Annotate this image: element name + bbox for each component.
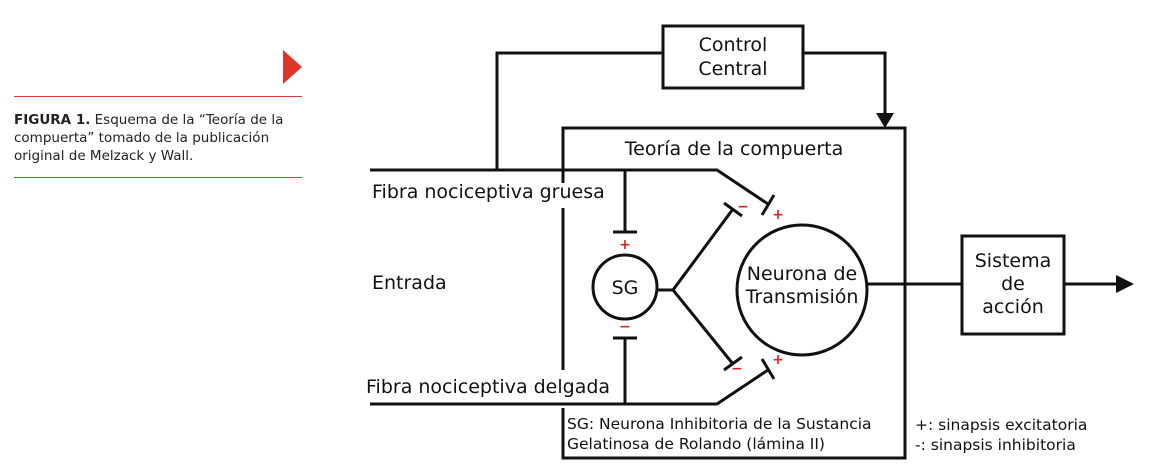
sg-top-plus-sign: + [619, 237, 631, 253]
sg-bottom-minus-sign: − [619, 319, 631, 335]
thin-fiber-line [370, 368, 769, 406]
caption-text: Esquema de la “Teoría de la compuerta” t… [14, 112, 284, 164]
control-central-label-2: Central [698, 58, 767, 80]
gate-theory-box [561, 126, 907, 460]
figure-caption: FIGURA 1. Esquema de la “Teoría de la co… [14, 96, 302, 178]
bottom-excitatory-plus-sign: + [772, 352, 784, 368]
caption-lead: FIGURA 1. [14, 112, 91, 128]
sg-note-line-1: SG: Neurona Inhibitoria de la Sustancia [567, 415, 872, 433]
transmission-neuron-label-2: Transmisión [745, 286, 859, 308]
action-arrowhead [1116, 275, 1134, 293]
gate-theory-title: Teoría de la compuerta [624, 138, 844, 160]
sg-label: SG [612, 277, 639, 299]
sg-output-lines [671, 208, 735, 365]
legend-excitatory: +: sinapsis excitatoria [915, 416, 1087, 434]
top-excitatory-plus-sign: + [772, 207, 784, 223]
thick-fiber-line [370, 168, 769, 206]
sg-note-line-2: Gelatinosa de Rolando (lámina II) [567, 435, 825, 453]
thick-fiber-synapse-bar [760, 194, 776, 216]
input-label: Entrada [372, 272, 447, 294]
top-inhibitory-minus-sign: − [737, 199, 749, 215]
legend-inhibitory: -: sinapsis inhibitoria [915, 436, 1076, 454]
action-system-label-1: Sistema [975, 250, 1052, 272]
caption-marker-triangle [283, 50, 302, 84]
thick-fiber-label: Fibra nociceptiva gruesa [372, 181, 605, 203]
control-input-line [495, 51, 663, 170]
sg-bottom-synapse-bar [723, 355, 743, 372]
sg-neuron-circle [591, 253, 659, 321]
sg-top-synapse-bar [723, 201, 743, 218]
transmission-neuron-label-1: Neurona de [747, 263, 857, 285]
bottom-inhibitory-minus-sign: − [731, 361, 743, 377]
control-central-label-1: Control [699, 34, 768, 56]
thin-fiber-label: Fibra nociceptiva delgada [366, 376, 610, 398]
action-system-label-2: de [1001, 273, 1025, 295]
transmission-neuron-circle [735, 223, 869, 357]
control-central-box [661, 24, 805, 90]
control-arrowhead [876, 113, 894, 128]
control-output-line [803, 51, 887, 116]
thin-fiber-synapse-bar [760, 358, 776, 380]
action-system-label-3: acción [982, 296, 1043, 318]
